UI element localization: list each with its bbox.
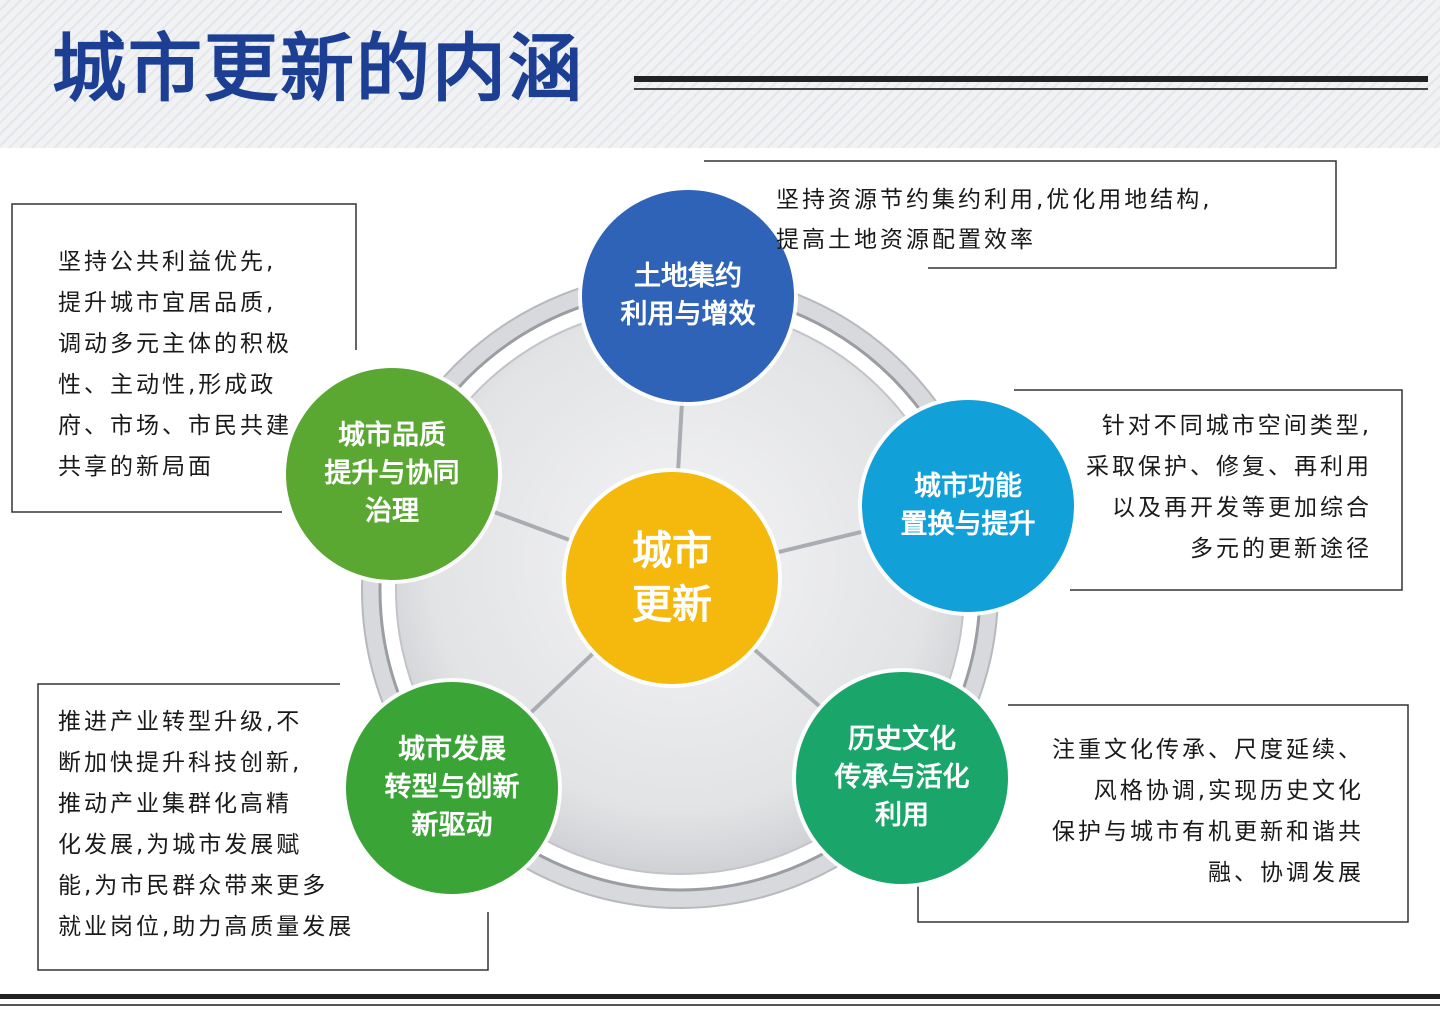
box-text-development: 推进产业转型升级,不 断加快提升科技创新, 推动产业集群化高精 化发展,为城市发…	[58, 709, 355, 940]
node-label-heritage: 历史文化 传承与活化 利用	[834, 724, 970, 831]
bottom-rule-thick	[0, 994, 1440, 999]
node-circles	[282, 186, 1078, 898]
box-text-quality: 坚持公共利益优先, 提升城市宜居品质, 调动多元主体的积极 性、主动性,形成政 …	[58, 249, 292, 480]
box-outline-land	[704, 160, 1337, 269]
node-circle-function	[862, 400, 1074, 612]
node-label-quality: 城市品质 提升与协同 治理	[324, 420, 460, 527]
node-circle-quality	[286, 368, 498, 580]
header-band	[0, 0, 1440, 148]
box-text-function: 针对不同城市空间类型, 采取保护、修复、再利用 以及再开发等更加综合 多元的更新…	[1086, 413, 1372, 562]
box-outline-function	[1014, 389, 1403, 591]
title-rule-thin	[634, 88, 1428, 90]
box-outline-development	[37, 683, 489, 971]
node-circle-heritage	[796, 672, 1008, 884]
node-circle-land	[582, 190, 794, 402]
box-text-land: 坚持资源节约集约利用,优化用地结构, 提高土地资源配置效率	[776, 187, 1213, 253]
node-label-development: 城市发展 转型与创新 新驱动	[384, 734, 520, 841]
center-circle	[566, 472, 778, 684]
node-label-function: 城市功能 置换与提升	[900, 471, 1036, 540]
box-outline-heritage	[917, 704, 1409, 923]
title-rule-thick	[634, 76, 1428, 82]
box-outline-quality	[11, 203, 357, 513]
center-label: 城市 更新	[632, 528, 712, 628]
bottom-rule-thin	[0, 1004, 1440, 1006]
page-title: 城市更新的内涵	[52, 26, 584, 112]
node-label-land: 土地集约 利用与增效	[620, 261, 756, 330]
node-circle-development	[346, 682, 558, 894]
box-text-heritage: 注重文化传承、尺度延续、 风格协调,实现历史文化 保护与城市有机更新和谐共 融、…	[1052, 737, 1364, 886]
